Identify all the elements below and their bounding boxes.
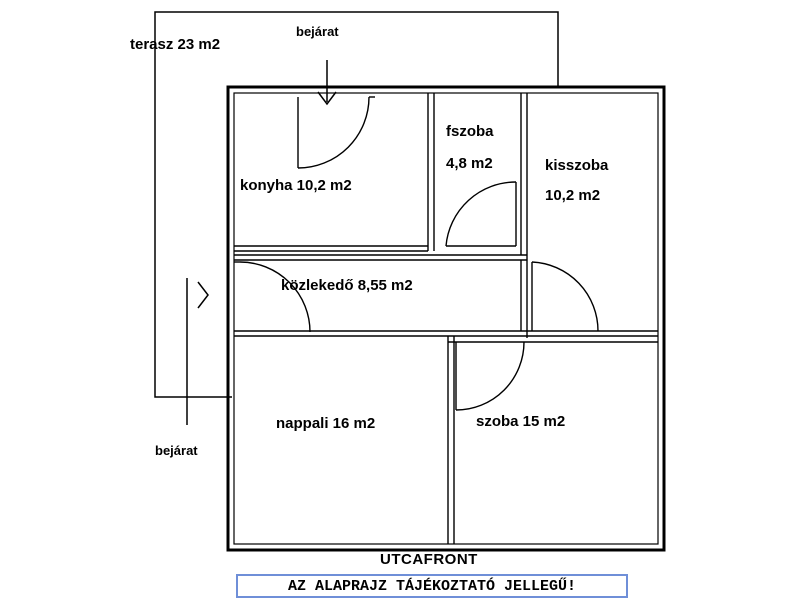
street-front-label: UTCAFRONT (380, 551, 478, 568)
door-swings (234, 96, 599, 411)
room-label: szoba 15 m2 (476, 413, 566, 430)
entrance-arrow-top (317, 60, 337, 106)
small-room-area-label: 10,2 m2 (545, 187, 601, 204)
corridor-label: közlekedő 8,55 m2 (281, 277, 413, 294)
outer-walls (226, 85, 666, 552)
small-room-name-label: kisszoba (545, 157, 609, 174)
terrace-label: terasz 23 m2 (130, 36, 221, 53)
kitchen-label: konyha 10,2 m2 (240, 177, 352, 194)
interior-walls (234, 93, 658, 544)
bathroom-name-label: fszoba (446, 123, 494, 140)
entrance-top-label: bejárat (296, 24, 339, 39)
disclaimer-notice: AZ ALAPRAJZ TÁJÉKOZTATÓ JELLEGŰ! (236, 574, 628, 598)
entrance-left-label: bejárat (155, 443, 198, 458)
terrace-outline (154, 11, 559, 398)
living-room-label: nappali 16 m2 (276, 415, 376, 432)
entrance-arrow-left (186, 278, 209, 425)
bathroom-area-label: 4,8 m2 (446, 155, 493, 172)
